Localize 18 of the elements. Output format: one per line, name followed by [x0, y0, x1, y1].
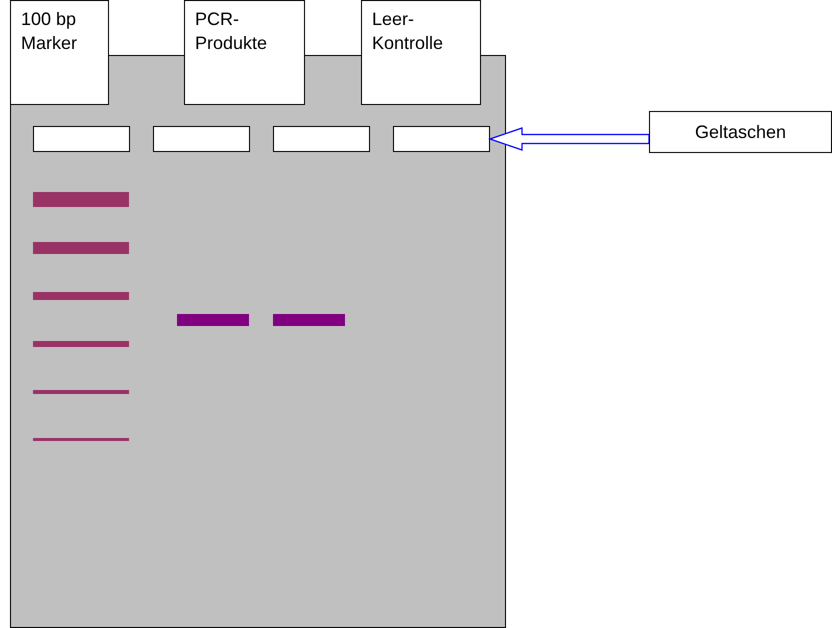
gel-well: [393, 126, 490, 152]
label-box: 100 bp Marker: [10, 0, 109, 105]
label-box: Leer-Kontrolle: [361, 0, 481, 105]
dna-band: [33, 438, 129, 441]
gel-background: [10, 55, 506, 628]
label-box: PCR-Produkte: [184, 0, 305, 105]
dna-band: [33, 390, 129, 394]
gel-well: [273, 126, 370, 152]
gel-well: [33, 126, 130, 152]
arrow: [488, 127, 650, 151]
dna-band: [273, 314, 345, 326]
label-box: Geltaschen: [649, 111, 832, 153]
dna-band: [33, 292, 129, 300]
gel-well: [153, 126, 250, 152]
dna-band: [177, 314, 249, 326]
dna-band: [33, 192, 129, 207]
dna-band: [33, 341, 129, 347]
dna-band: [33, 242, 129, 254]
